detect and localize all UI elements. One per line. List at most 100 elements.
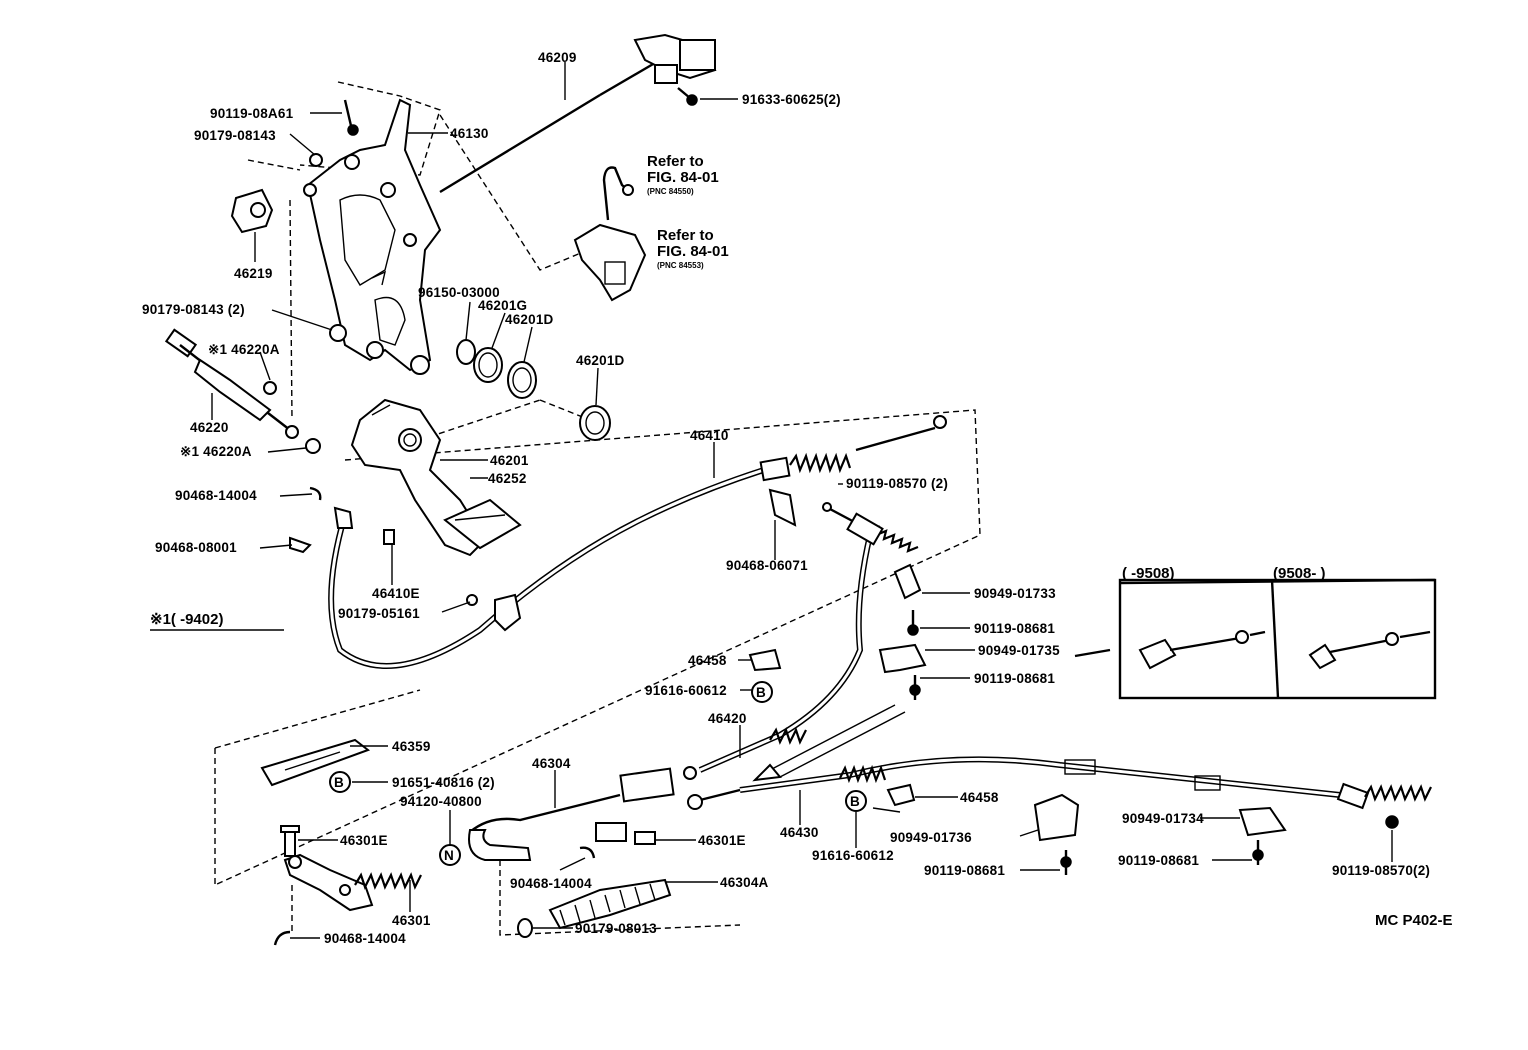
label-46220a-top: ※1 46220A bbox=[208, 342, 280, 357]
collar-46220a-top bbox=[263, 381, 277, 395]
bracket-46458-a bbox=[748, 648, 782, 672]
label-90949-01736: 90949-01736 bbox=[890, 830, 972, 845]
label-90949-01735: 90949-01735 bbox=[978, 643, 1060, 658]
label-46359: 46359 bbox=[392, 739, 431, 754]
clip-90949-01733 bbox=[893, 563, 922, 600]
inset-left-cable-end bbox=[1138, 630, 1266, 670]
label-46301e-b: 46301E bbox=[698, 833, 746, 848]
label-46301e-a: 46301E bbox=[340, 833, 388, 848]
inset-variant-box bbox=[1118, 578, 1437, 700]
collar-46220a-bottom bbox=[305, 438, 321, 454]
leader-lines bbox=[211, 62, 1393, 939]
label-91616-60612-a: 91616-60612 bbox=[645, 683, 727, 698]
refer-fig-84-01-wire bbox=[602, 166, 634, 221]
label-inset-right: (9508- ) bbox=[1273, 565, 1326, 582]
label-46209: 46209 bbox=[538, 50, 577, 65]
circle-n-label: N bbox=[444, 848, 454, 863]
label-46201g: 46201G bbox=[478, 298, 527, 313]
lever-46301 bbox=[283, 853, 422, 912]
label-inset-left: ( -9508) bbox=[1122, 565, 1175, 582]
label-46219: 46219 bbox=[234, 266, 273, 281]
label-46410: 46410 bbox=[690, 428, 729, 443]
label-90179-08143-2: 90179-08143 (2) bbox=[142, 302, 245, 317]
part-labels: 46209 91633-60625(2) 90119-08A61 90179-0… bbox=[142, 50, 1453, 946]
nut-90179-08143-2 bbox=[329, 324, 347, 342]
circle-b-marker-a bbox=[751, 681, 773, 703]
clip-90468-14004-a bbox=[309, 486, 322, 501]
label-46420: 46420 bbox=[708, 711, 747, 726]
bolt-90119-08681-b bbox=[909, 675, 921, 700]
bushing-46201d-a bbox=[507, 361, 537, 399]
label-46252: 46252 bbox=[488, 471, 527, 486]
label-90179-08013: 90179-08013 bbox=[575, 921, 657, 936]
bushing-96150-03000 bbox=[456, 339, 476, 365]
clip-90468-06071 bbox=[768, 488, 797, 527]
label-90949-01734: 90949-01734 bbox=[1122, 811, 1204, 826]
nut-90179-05161 bbox=[466, 594, 478, 606]
label-46301: 46301 bbox=[392, 913, 431, 928]
circle-b-label-b: B bbox=[850, 794, 860, 809]
clip-90468-14004-b bbox=[579, 846, 596, 859]
bolt-90119-08570-3 bbox=[1385, 815, 1399, 829]
clip-90949-01734 bbox=[1238, 806, 1287, 837]
label-refer1-line1: Refer to bbox=[647, 153, 704, 170]
label-90119-08570-3: 90119-08570(2) bbox=[1332, 863, 1430, 878]
label-90468-08001: 90468-08001 bbox=[155, 540, 237, 555]
label-46220a-bottom: ※1 46220A bbox=[180, 444, 252, 459]
label-91651-40816: 91651-40816 (2) bbox=[392, 775, 495, 790]
bolt-90119-08681-d bbox=[1252, 840, 1264, 865]
bushing-46201d-b bbox=[579, 405, 611, 441]
label-90119-08681-b: 90119-08681 bbox=[974, 671, 1055, 686]
label-90468-14004-a: 90468-14004 bbox=[175, 488, 257, 503]
bolt-91633-60625 bbox=[677, 87, 698, 106]
circle-b-marker-c bbox=[329, 771, 351, 793]
pin-46301e-b bbox=[634, 831, 656, 845]
refer-fig-84-01-switch bbox=[573, 223, 647, 302]
label-90468-14004-c: 90468-14004 bbox=[324, 931, 406, 946]
label-46458-a: 46458 bbox=[688, 653, 727, 668]
guide-46304 bbox=[468, 793, 627, 861]
label-46304a: 46304A bbox=[720, 875, 769, 890]
label-91633-60625: 91633-60625(2) bbox=[742, 92, 841, 107]
label-46410e: 46410E bbox=[372, 586, 420, 601]
label-46201d-b: 46201D bbox=[576, 353, 625, 368]
nut-90179-08013 bbox=[517, 918, 533, 938]
label-46220: 46220 bbox=[190, 420, 229, 435]
label-90179-05161: 90179-05161 bbox=[338, 606, 420, 621]
label-90468-14004-b: 90468-14004 bbox=[510, 876, 592, 891]
label-90119-08681-d: 90119-08681 bbox=[1118, 853, 1199, 868]
bushing-46201g bbox=[473, 347, 503, 383]
strut-46220 bbox=[164, 328, 299, 439]
cable-46410 bbox=[328, 415, 947, 669]
cable-46209 bbox=[439, 33, 717, 194]
pedal-pad-46252 bbox=[443, 498, 522, 550]
clip-90949-01735 bbox=[878, 643, 927, 674]
clip-90949-01736 bbox=[1033, 793, 1080, 842]
cable-46430 bbox=[687, 756, 1432, 810]
label-refer2-line1: Refer to bbox=[657, 227, 714, 244]
bolt-90119-08a61 bbox=[343, 99, 359, 136]
circle-b-marker-b bbox=[845, 790, 867, 812]
label-94120-40800: 94120-40800 bbox=[400, 794, 482, 809]
label-46430: 46430 bbox=[780, 825, 819, 840]
nut-90179-08143 bbox=[309, 153, 323, 167]
bolt-90119-08681-a bbox=[907, 610, 919, 636]
label-90949-01733: 90949-01733 bbox=[974, 586, 1056, 601]
label-refer1-line2: FIG. 84-01 bbox=[647, 169, 719, 186]
label-46458-b: 46458 bbox=[960, 790, 999, 805]
bracket-46359 bbox=[260, 738, 371, 787]
label-refer2-pnc: (PNC 84553) bbox=[657, 261, 704, 270]
clip-90468-08001 bbox=[289, 536, 312, 554]
label-90179-08143: 90179-08143 bbox=[194, 128, 276, 143]
label-refer2-line2: FIG. 84-01 bbox=[657, 243, 729, 260]
label-90119-08681-c: 90119-08681 bbox=[924, 863, 1005, 878]
label-90119-08570-2: 90119-08570 (2) bbox=[846, 476, 948, 491]
label-91616-60612-b: 91616-60612 bbox=[812, 848, 894, 863]
label-90119-08a61: 90119-08A61 bbox=[210, 106, 294, 121]
pin-46301e-a bbox=[280, 825, 300, 857]
inset-right-cable-end bbox=[1308, 630, 1431, 670]
label-note-9402: ※1( -9402) bbox=[150, 611, 223, 628]
label-46304: 46304 bbox=[532, 756, 571, 771]
label-46201: 46201 bbox=[490, 453, 529, 468]
